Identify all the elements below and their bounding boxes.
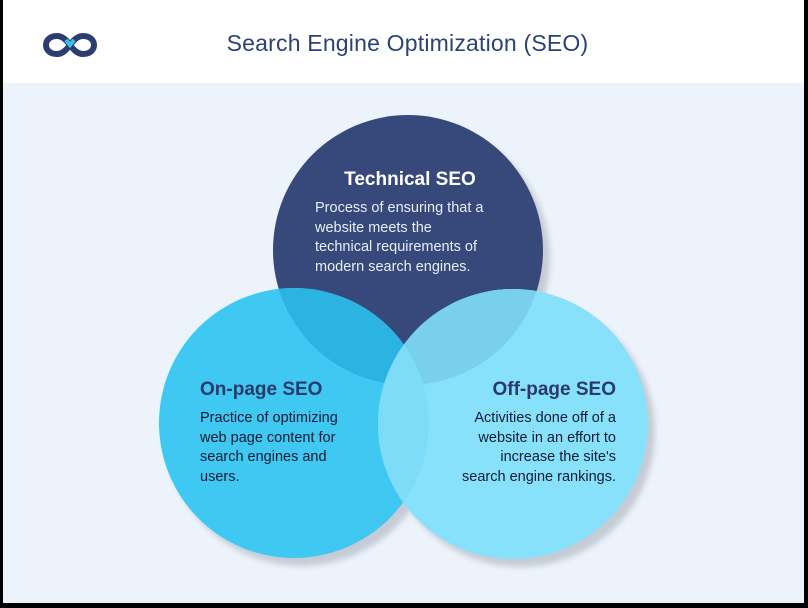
onpage-seo-title: On-page SEO	[200, 379, 323, 400]
infographic-frame: Search Engine Optimization (SEO)	[3, 0, 804, 603]
onpage-seo-text: On-page SEO Practice of optimizing web p…	[200, 379, 375, 487]
page-title: Search Engine Optimization (SEO)	[226, 30, 589, 56]
onpage-seo-description: Practice of optimizing web page content …	[200, 409, 375, 487]
technical-seo-title: Technical SEO	[344, 169, 476, 190]
technical-seo-text: Technical SEO Process of ensuring that a…	[315, 169, 525, 277]
description-line: search engine rankings.	[462, 468, 616, 485]
description-line: web page content for	[200, 429, 336, 446]
description-line: search engines and	[200, 449, 327, 465]
description-line: website meets the	[315, 219, 432, 236]
description-line: Practice of optimizing	[200, 410, 338, 426]
infinity-icon	[43, 33, 97, 57]
technical-seo-description: Process of ensuring that a website meets…	[315, 199, 525, 277]
technical-offpage-overlap	[378, 289, 543, 385]
venn-circles	[159, 115, 655, 567]
description-line: Activities done off of a	[474, 410, 616, 426]
description-line: Process of ensuring that a	[315, 200, 484, 216]
description-line: website in an effort to	[478, 429, 616, 446]
offpage-seo-text: Off-page SEO Activities done off of a we…	[433, 379, 616, 487]
description-line: increase the site's	[500, 449, 616, 465]
description-line: modern search engines.	[315, 258, 471, 275]
offpage-seo-description: Activities done off of a website in an e…	[433, 409, 616, 487]
offpage-seo-title: Off-page SEO	[492, 379, 616, 400]
description-line: users.	[200, 468, 240, 485]
header: Search Engine Optimization (SEO)	[3, 0, 804, 83]
description-line: technical requirements of	[315, 239, 477, 255]
venn-diagram: Technical SEO Process of ensuring that a…	[3, 83, 804, 603]
technical-onpage-overlap	[273, 288, 429, 385]
